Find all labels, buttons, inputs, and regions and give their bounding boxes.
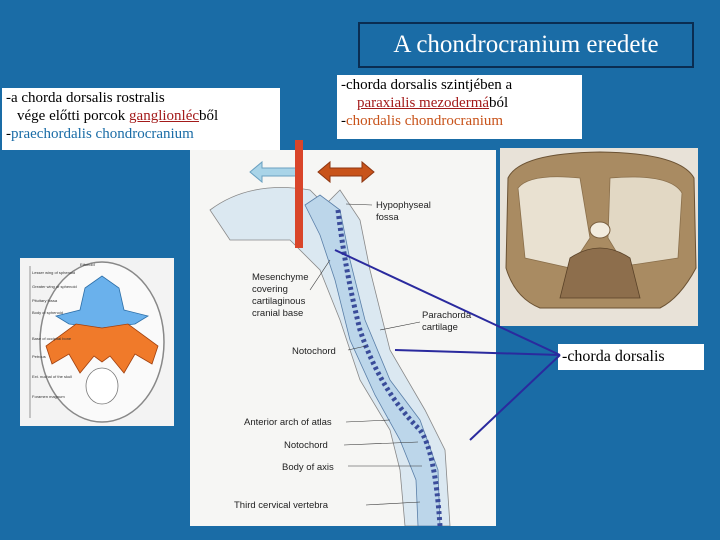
hypophyseal-label: fossa	[376, 212, 399, 223]
skull-base-image: Ethmoid Lesser wing of sphenoid Greater …	[20, 258, 174, 426]
notochord-label: Notochord	[284, 440, 328, 451]
body-axis-label: Body of axis	[282, 462, 334, 473]
skull-label: Petrous	[32, 354, 46, 359]
chordal-term: chordalis chondrocranium	[346, 113, 504, 129]
sagittal-section-image: Hypophyseal fossa Mesenchyme covering ca…	[190, 150, 496, 526]
skull-label: Foramen magnum	[32, 394, 65, 399]
paraxial-mesoderm-term: paraxialis mezoderm	[357, 95, 483, 111]
praechordal-textbox: -a chorda dorsalis rostralis vége előtti…	[2, 88, 280, 150]
mesenchyme-label: cranial base	[252, 308, 303, 319]
notochord-label: Notochord	[292, 346, 336, 357]
praechordal-term: praechordalis chondrocranium	[11, 126, 194, 142]
text-line: -praechordalis chondrocranium	[6, 126, 194, 142]
text-line: paraxialis mezodermából	[357, 95, 509, 111]
parachordal-label: Parachorda	[422, 310, 472, 321]
text-line: vége előtti porcok ganglionlécből	[17, 108, 219, 124]
skull-label: Ext. nuchal of the skull	[32, 374, 72, 379]
skull-label: Pituitary fossa	[32, 298, 58, 303]
text-line: -chordalis chondrocranium	[341, 113, 504, 129]
mesenchyme-label: covering	[252, 284, 288, 295]
skull-label: Body of sphenoid	[32, 310, 63, 315]
chorda-dorsalis-label: -chorda dorsalis	[558, 344, 704, 370]
third-cervical-label: Third cervical vertebra	[234, 500, 329, 511]
ganglionlec-term: ganglionléc	[129, 108, 200, 124]
skull-label: Lesser wing of sphenoid	[32, 270, 75, 275]
text-line: -a chorda dorsalis rostralis	[6, 90, 165, 106]
anterior-arch-label: Anterior arch of atlas	[244, 417, 332, 428]
hypophyseal-label: Hypophyseal	[376, 200, 431, 211]
skull-label: Greater wing of sphenoid	[32, 284, 77, 289]
mesenchyme-label: Mesenchyme	[252, 272, 309, 283]
skull-label: Base of occipital bone	[32, 336, 72, 341]
specimen-photo	[500, 148, 698, 326]
parachordal-label: cartilage	[422, 322, 458, 333]
slide-title: A chondrocranium eredete	[358, 22, 694, 68]
mesenchyme-label: cartilaginous	[252, 296, 306, 307]
chordal-textbox: -chorda dorsalis szintjében a paraxialis…	[337, 75, 582, 139]
skull-label: Ethmoid	[80, 262, 95, 267]
text-line: -chorda dorsalis szintjében a	[341, 77, 513, 93]
